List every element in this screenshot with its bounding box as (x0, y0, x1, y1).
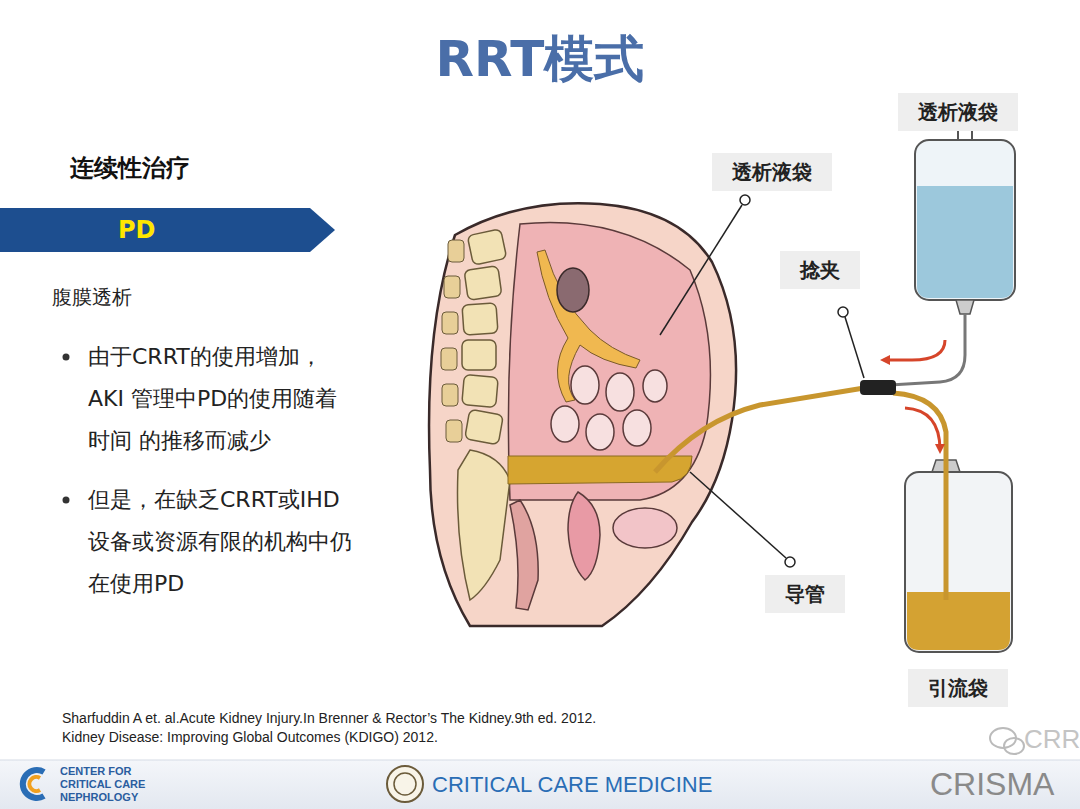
illustration-shape (444, 276, 460, 298)
slide-title: RRT模式 (0, 26, 1080, 93)
illustration-shape (446, 420, 462, 442)
illustration-shape (508, 222, 710, 500)
illustration-shape (467, 229, 506, 265)
band-shape (0, 208, 335, 252)
illustration-shape (448, 240, 464, 262)
illustration-shape (586, 414, 614, 450)
illustration-shape (63, 354, 70, 361)
illustration-shape (571, 366, 599, 404)
band-text: PD (0, 208, 335, 252)
illustration-shape (660, 205, 742, 335)
illustration-shape (510, 500, 538, 610)
illustration-shape (838, 307, 848, 317)
part-label: 导管 (785, 580, 825, 608)
illustration-shape (441, 348, 457, 370)
illustration-shape (845, 317, 864, 378)
illustration-shape (442, 384, 458, 406)
illustration-shape (458, 229, 511, 600)
illustration-shape (606, 373, 634, 411)
illustration-shape (0, 760, 1080, 809)
illustration-shape (63, 497, 70, 504)
illustration-shape (860, 380, 896, 395)
illustration-shape (551, 406, 579, 442)
illustration-shape (551, 366, 667, 450)
bullet-text: 由于CRRT的使用增加，AKI 管理中PD的使用随着时间 的推移而减少 (88, 336, 353, 462)
reference: Sharfuddin A et. al.Acute Kidney Injury.… (62, 710, 596, 726)
illustration-shape (462, 340, 496, 370)
illustration-shape (464, 266, 502, 300)
illustration-shape (690, 472, 786, 558)
part-label: 透析液袋 (732, 158, 812, 186)
illustration-shape (740, 195, 750, 205)
part-label: 引流袋 (928, 674, 988, 702)
section-band: PD (0, 208, 335, 252)
illustration-shape (905, 472, 1012, 652)
illustration-shape (917, 186, 1013, 298)
band-shape (0, 208, 335, 252)
illustration-shape (890, 314, 965, 385)
illustration-shape (442, 312, 458, 334)
illustration-shape (557, 268, 589, 312)
illustration-shape (655, 388, 864, 472)
reference: Kidney Disease: Improving Global Outcome… (62, 729, 438, 745)
illustration-shape (956, 300, 974, 314)
illustration-shape (458, 450, 511, 600)
illustration-shape (915, 140, 1015, 300)
part-label: 捻夹 (800, 256, 840, 284)
part-label: 透析液袋 (918, 98, 998, 126)
illustration-shape (0, 760, 1080, 761)
logo-text: CRITICAL CARE MEDICINE (432, 772, 712, 798)
subheading: 腹膜透析 (52, 284, 132, 311)
illustration-shape (907, 592, 1010, 650)
logo-text: CRISMA (930, 766, 1054, 803)
illustration-shape (568, 492, 600, 580)
illustration-shape (893, 393, 946, 600)
bullet-text: 但是，在缺乏CRRT或IHD 设备或资源有限的机构中仍 在使用PD (88, 479, 353, 605)
illustration-shape (785, 557, 795, 567)
part-label-box: 导管 (765, 575, 845, 613)
illustration-shape (23, 770, 44, 798)
part-label-box: 引流袋 (908, 669, 1008, 707)
section-heading: 连续性治疗 (70, 152, 190, 184)
illustration-shape (387, 766, 423, 802)
illustration-shape (905, 408, 940, 450)
part-label-box: 捻夹 (780, 251, 860, 289)
illustration-shape (29, 777, 40, 791)
watermark: CRR (1024, 724, 1080, 755)
illustration-shape (462, 303, 498, 335)
illustration-shape (643, 370, 667, 402)
logo-text: CENTER FOR CRITICAL CARE NEPHROLOGY (60, 765, 170, 804)
illustration-shape (394, 773, 416, 795)
illustration-shape (462, 375, 498, 408)
illustration-shape (623, 410, 651, 446)
illustration-shape (465, 409, 504, 444)
illustration-shape (1004, 738, 1024, 754)
illustration-shape (429, 203, 736, 626)
part-label-box: 透析液袋 (712, 153, 832, 191)
illustration-shape (884, 340, 945, 360)
part-label-box: 透析液袋 (898, 93, 1018, 131)
illustration-shape (441, 240, 464, 442)
illustration-shape (613, 508, 677, 548)
